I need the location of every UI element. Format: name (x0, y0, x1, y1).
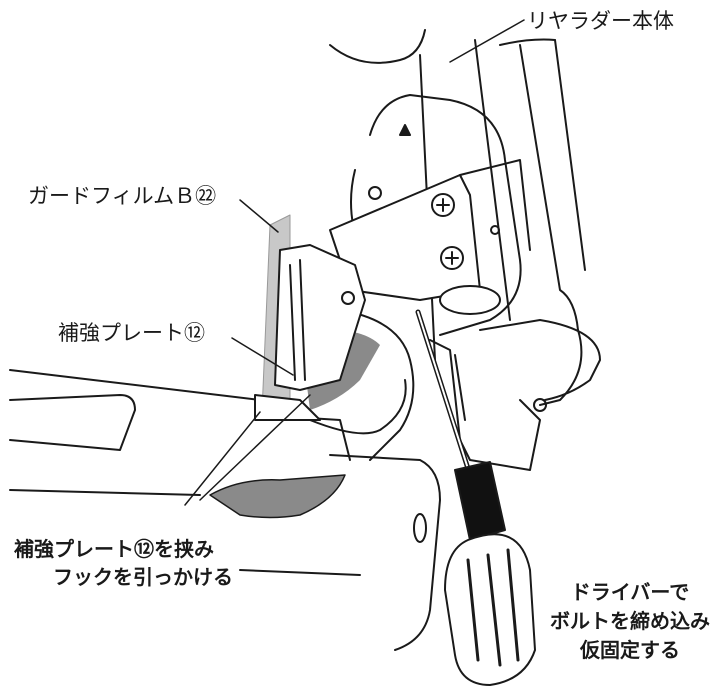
background-seat-line (9, 369, 261, 401)
background-right-panel (329, 454, 441, 651)
label-rear-ladder-body: リヤラダー本体 (527, 9, 674, 33)
background-panel-left (9, 394, 136, 451)
leader-hook-2 (199, 394, 311, 501)
label-driver-instruction-line2: ボルトを締め込み (550, 609, 710, 633)
label-guard-film-b: ガードフィルムＢ㉒ (28, 184, 217, 208)
bolt-hole (413, 513, 427, 543)
film-strip (209, 474, 346, 519)
label-reinforcement-plate: 補強プレート⑫ (58, 321, 205, 345)
leader-guard-film (239, 199, 279, 233)
screwdriver (415, 309, 536, 686)
label-driver-instruction-line1: ドライバーで (570, 580, 690, 604)
label-driver-instruction-line3: 仮固定する (580, 638, 680, 662)
background-bottom-line (239, 569, 361, 576)
label-hook-instruction-line2: フックを引っかける (53, 565, 233, 589)
background-lower-line (9, 489, 201, 496)
leader-hook-1 (184, 411, 261, 506)
rear-ladder-body (419, 38, 586, 406)
leader-plate (231, 337, 294, 376)
label-hook-instruction-line1: 補強プレート⑫を挟み (14, 537, 214, 561)
reinforcement-plate (274, 244, 366, 391)
background-panel-top (329, 29, 426, 64)
leader-rear-ladder (449, 19, 525, 63)
plate-base (254, 394, 321, 421)
